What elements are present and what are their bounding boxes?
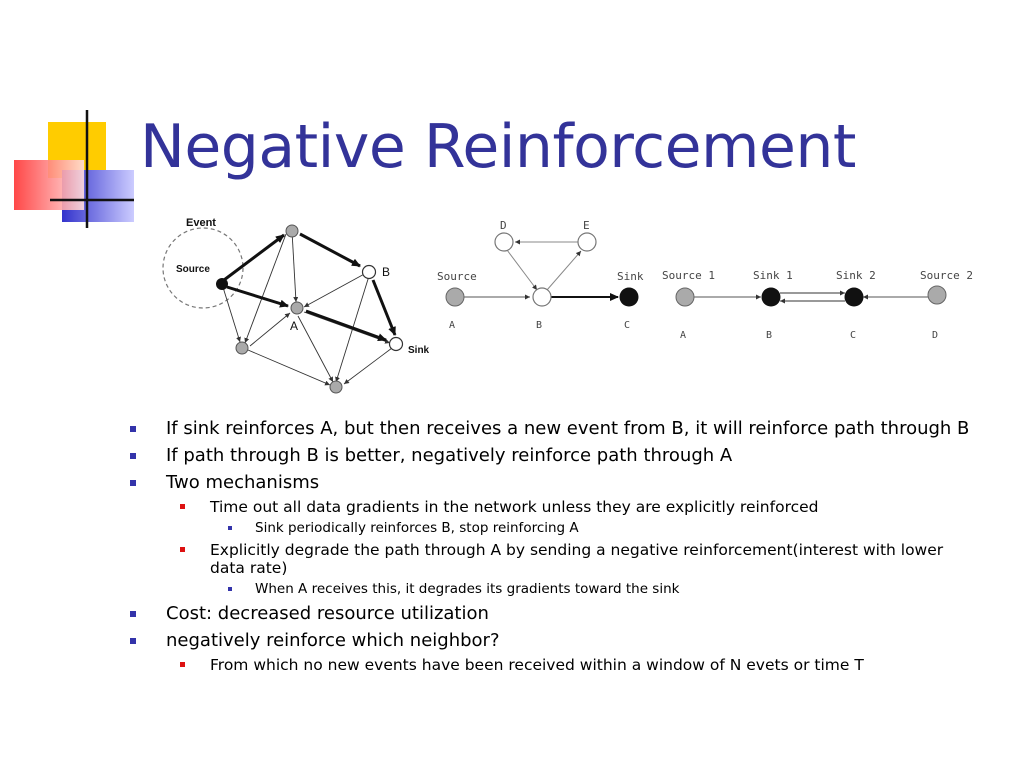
diagram-mesh: Event Source A B Sink [162, 217, 430, 394]
network-diagrams: Event Source A B Sink D E Source Sink A … [162, 217, 973, 394]
letter-d: D [932, 330, 938, 341]
bullet-item: Cost: decreased resource utilization [128, 603, 978, 624]
slide-title: Negative Reinforcement [140, 112, 856, 182]
sub-sub-bullet-marker [228, 587, 232, 591]
bullet-text: Cost: decreased resource utilization [166, 603, 489, 624]
source2-node [927, 285, 947, 305]
bullet-marker [130, 611, 136, 617]
node-b-label: B [382, 265, 390, 279]
bullet-list: If sink reinforces A, but then receives … [128, 412, 978, 674]
letter-a: A [449, 320, 455, 331]
sub-sub-bullet-item: When A receives this, it degrades its gr… [128, 581, 978, 597]
source2-label: Source 2 [920, 269, 973, 282]
node-d-label: D [500, 219, 507, 232]
red-square [14, 160, 84, 210]
letter-c: C [850, 330, 856, 341]
node-e [577, 232, 597, 252]
source-node-a [445, 287, 465, 307]
letter-b: B [766, 330, 772, 341]
sub-bullet-marker [180, 547, 185, 552]
bullet-text: If path through B is better, negatively … [166, 445, 733, 466]
source-label: Source [437, 270, 477, 283]
source-label: Source [176, 264, 210, 275]
bullet-marker [130, 426, 136, 432]
sink1-node [761, 287, 781, 307]
sub-sub-bullet-text: Sink periodically reinforces B, stop rei… [255, 520, 579, 536]
node-d [494, 232, 514, 252]
bullet-marker [130, 638, 136, 644]
event-label: Event [186, 217, 216, 229]
mesh-node-bottom [329, 380, 343, 394]
sink1-label: Sink 1 [753, 269, 793, 282]
sub-sub-bullet-text: When A receives this, it degrades its gr… [255, 581, 680, 597]
sub-bullet-item: Explicitly degrade the path through A by… [128, 541, 978, 577]
slide-decoration [14, 110, 134, 228]
node-a-label: A [290, 319, 298, 333]
sub-bullet-marker [180, 504, 185, 509]
sub-sub-bullet-item: Sink periodically reinforces B, stop rei… [128, 520, 978, 536]
node-a [290, 301, 304, 315]
sink2-node [844, 287, 864, 307]
sub-bullet-item: Time out all data gradients in the netwo… [128, 498, 978, 516]
sub-bullet-text: From which no new events have been recei… [210, 656, 864, 674]
diagram-two-sinks: Source 1 Sink 1 Sink 2 Source 2 A B C D [662, 269, 973, 341]
bullet-marker [130, 453, 136, 459]
sub-bullet-item: From which no new events have been recei… [128, 656, 978, 674]
diagram-triangle: D E Source Sink A B C [437, 219, 644, 331]
bullet-text: If sink reinforces A, but then receives … [166, 418, 970, 439]
letter-a: A [680, 330, 686, 341]
mesh-node-left [235, 341, 249, 355]
node-b [532, 287, 552, 307]
sink-label: Sink [408, 345, 430, 356]
source-node [216, 278, 228, 290]
letter-b: B [536, 320, 542, 331]
sink2-label: Sink 2 [836, 269, 876, 282]
bullet-text: negatively reinforce which neighbor? [166, 630, 500, 651]
node-b [361, 264, 377, 280]
source1-node [675, 287, 695, 307]
node-e-label: E [583, 219, 590, 232]
sink-node [388, 336, 404, 352]
sub-bullet-text: Explicitly degrade the path through A by… [210, 541, 944, 577]
bullet-item: negatively reinforce which neighbor? [128, 630, 978, 651]
mesh-node-top [285, 224, 299, 238]
source1-label: Source 1 [662, 269, 715, 282]
event-region [162, 227, 244, 309]
bullet-item: If path through B is better, negatively … [128, 445, 978, 466]
bullet-item: If sink reinforces A, but then receives … [128, 418, 978, 439]
letter-c: C [624, 320, 630, 331]
sub-bullet-text: Time out all data gradients in the netwo… [210, 498, 819, 516]
sub-bullet-marker [180, 662, 185, 667]
sub-sub-bullet-marker [228, 526, 232, 530]
sink-label: Sink [617, 270, 644, 283]
bullet-item: Two mechanisms [128, 472, 978, 493]
sink-node-c [619, 287, 639, 307]
bullet-text: Two mechanisms [166, 472, 320, 493]
bullet-marker [130, 480, 136, 486]
